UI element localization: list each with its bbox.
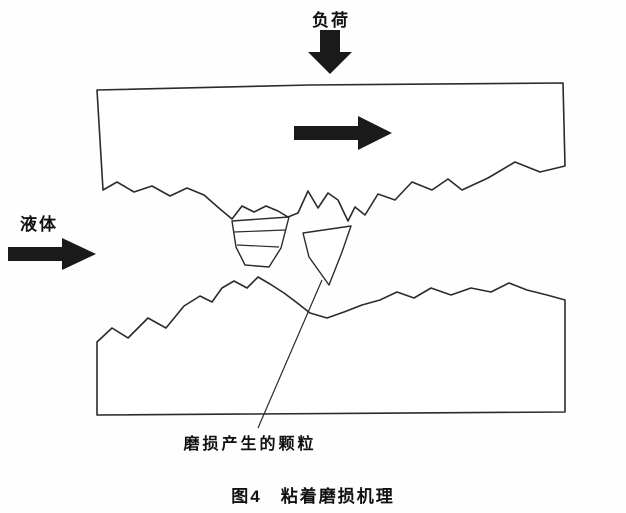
liquid-flow-arrow-icon <box>8 238 96 270</box>
liquid-label: 液体 <box>20 215 58 234</box>
slide-direction-arrow-icon <box>294 116 392 150</box>
load-label: 负荷 <box>312 11 350 30</box>
particle-leader-line <box>257 279 323 429</box>
particle-label: 磨损产生的颗粒 <box>183 436 317 453</box>
wear-particle-shape <box>302 225 352 286</box>
lower-surface-block <box>96 276 566 416</box>
upper-surface-block <box>96 82 566 222</box>
shear-junction-top-line <box>233 229 286 233</box>
shear-junction-layer-line <box>236 244 280 248</box>
figure-caption: 图4 粘着磨损机理 <box>231 487 395 506</box>
load-arrow-icon <box>308 30 352 74</box>
shear-junction-shape <box>231 216 290 268</box>
